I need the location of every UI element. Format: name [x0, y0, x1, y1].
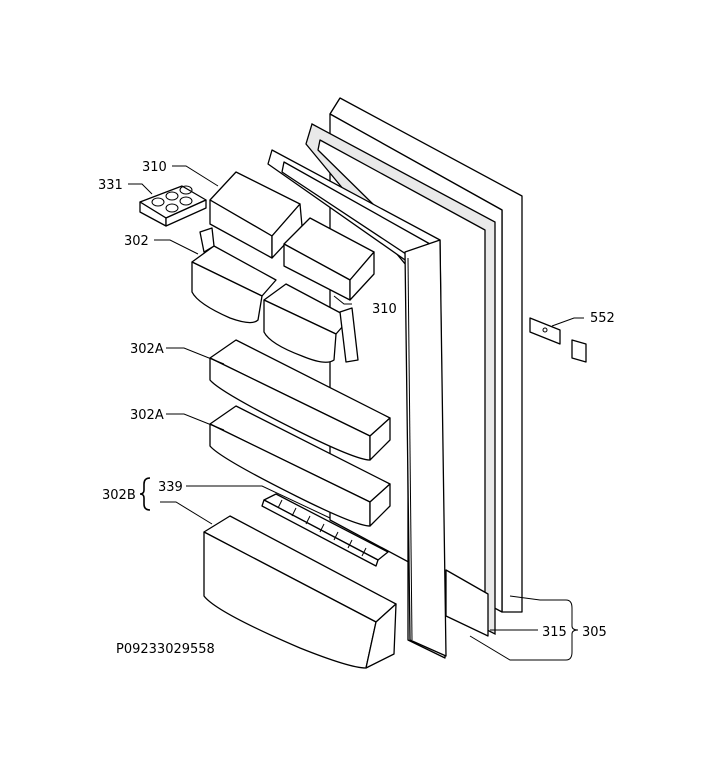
label-331: 331 — [98, 178, 123, 193]
label-302a-upper: 302A — [130, 342, 164, 357]
egg-tray — [139, 185, 207, 227]
small-shelf-upper — [191, 227, 277, 324]
dairy-cover-lower — [283, 217, 375, 301]
inner-door-liner — [267, 149, 489, 659]
small-shelf-lower — [263, 283, 359, 363]
label-310-top: 310 — [142, 160, 167, 175]
hinge-bracket — [529, 317, 587, 363]
door-bin-middle — [209, 405, 391, 527]
leader-lines — [128, 165, 584, 661]
door-bin-upper — [209, 339, 391, 461]
label-305: 305 — [582, 625, 607, 640]
label-339: 339 — [158, 480, 183, 495]
dairy-cover-upper — [209, 171, 303, 259]
label-315: 315 — [542, 625, 567, 640]
label-302a-lower: 302A — [130, 408, 164, 423]
part-labels: 331 310 302 310 302A 302A 302B 339 552 3… — [98, 160, 615, 657]
label-552: 552 — [590, 311, 615, 326]
bottle-bin — [203, 515, 397, 669]
bottle-holder — [261, 493, 389, 567]
drawing-code: P09233029558 — [116, 642, 215, 657]
label-302: 302 — [124, 234, 149, 249]
label-310-right: 310 — [372, 302, 397, 317]
label-302b: 302B — [102, 488, 136, 503]
